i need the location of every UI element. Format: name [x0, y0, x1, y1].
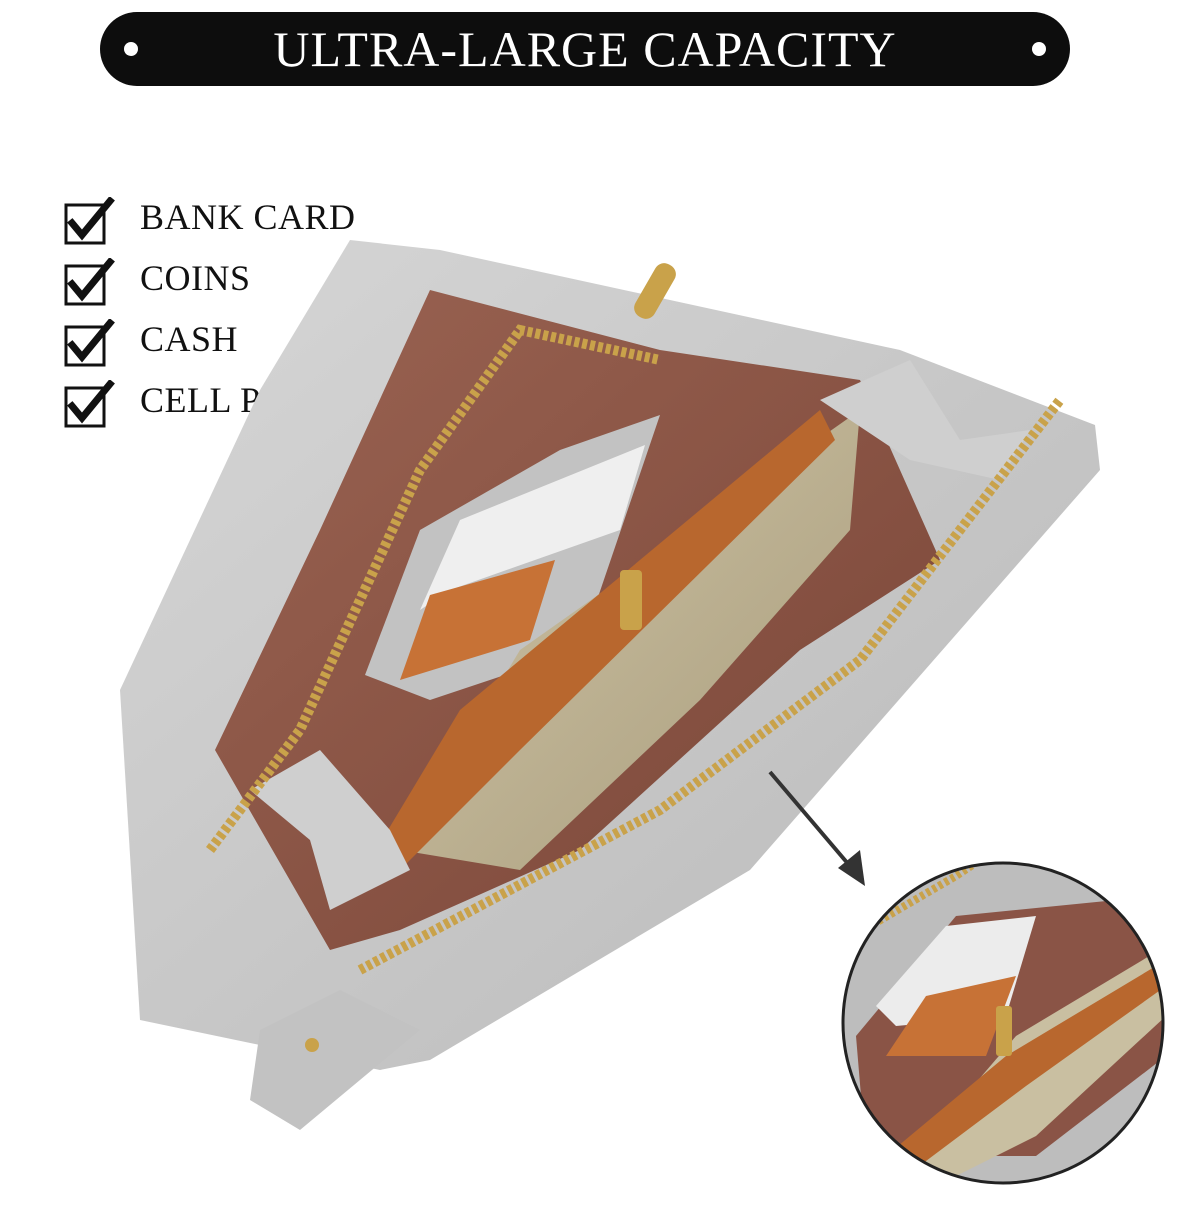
feature-item: COINS	[64, 247, 363, 308]
wallet-photo	[120, 240, 1100, 1130]
zip-pull	[620, 570, 642, 630]
card-orange-stripe	[400, 560, 555, 680]
checkbox-checked-icon	[64, 195, 115, 244]
gold-clasp	[634, 263, 676, 319]
gusset-top	[820, 360, 1030, 480]
gusset-bottom	[250, 750, 410, 910]
banner-right-dot	[1032, 42, 1046, 56]
feature-label: COINS	[140, 257, 251, 298]
feature-item: BANK CARD	[64, 186, 363, 247]
checkbox-checked-icon	[64, 378, 115, 427]
zipper-outer	[206, 324, 662, 853]
banner-left-dot	[124, 42, 138, 56]
checkbox-checked-icon	[64, 256, 115, 305]
zipper-main	[357, 396, 1064, 975]
strap-rivet	[305, 1038, 319, 1052]
feature-label: CASH	[140, 318, 239, 359]
checkbox-checked-icon	[64, 317, 115, 366]
feature-label: BANK CARD	[140, 196, 356, 237]
zoom-detail-circle	[841, 861, 1165, 1185]
banner-title: ULTRA-LARGE CAPACITY	[273, 21, 897, 77]
bank-card	[420, 445, 645, 610]
feature-item: CASH	[64, 308, 363, 369]
title-banner: ULTRA-LARGE CAPACITY	[100, 12, 1070, 86]
zip-pocket	[370, 410, 835, 870]
wrist-strap	[250, 990, 420, 1130]
arrow-down-right-icon	[768, 770, 865, 886]
